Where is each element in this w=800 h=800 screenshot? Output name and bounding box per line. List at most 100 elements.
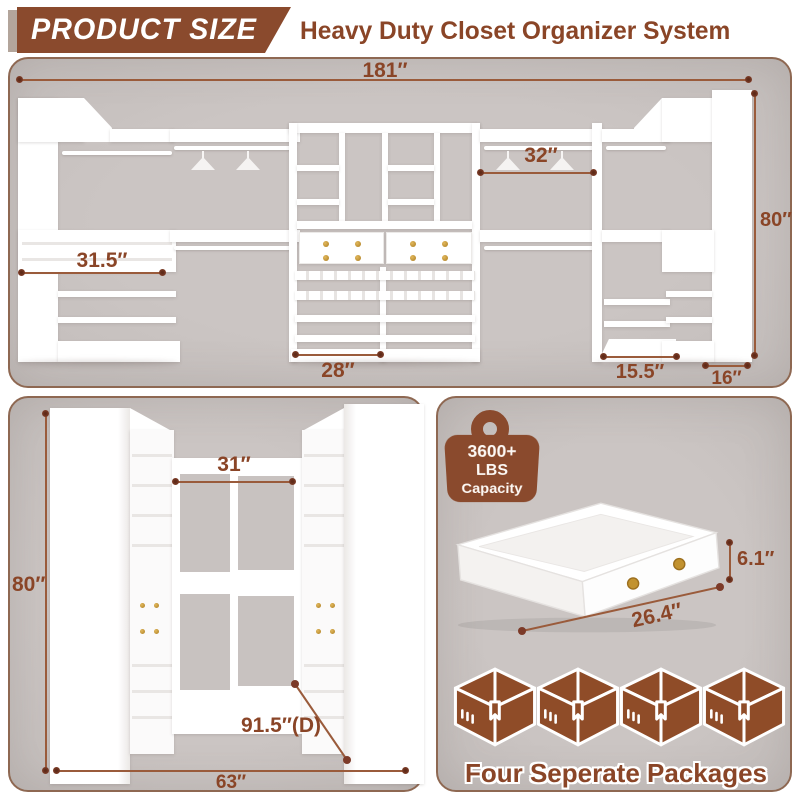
bay-divider-panel [592,123,602,362]
center-tower-left-side [289,123,297,362]
shelf [604,299,670,305]
drawer-width-dimension-graphic [518,583,724,635]
shelf-line [304,544,344,547]
drawer-knob [323,241,329,247]
clothes-rod [484,246,594,250]
cubby-shelf [297,165,339,171]
dim-label-drawer-height: 6.1″ [737,548,775,570]
clothes-rod [174,246,296,250]
top-shelf [480,129,598,142]
left-top-cabinet [18,98,84,142]
clothes-rod [484,146,594,150]
shelf-line [304,454,344,457]
dim-label-height: 80″ [760,209,792,231]
page-title: Heavy Duty Closet Organizer System [300,16,731,45]
dim-label-total-width: 63″ [215,772,247,793]
dim-label-corner-depth: 16″ [711,368,742,389]
dim-line-inner-width [172,478,296,485]
dim-label-drawer-section: 28″ [321,359,355,382]
dim-line-hanging-width [477,169,597,176]
drawer-knob [323,255,329,261]
dim-line-height [751,90,758,359]
dim-label-inner-width: 31″ [217,453,251,476]
drawer-knob [316,603,321,608]
floor-shadow [18,361,178,366]
shelf-line [132,454,172,457]
drawer-knob [442,241,448,247]
shelf-line [304,690,344,693]
ribbon-accent-bar [8,10,17,52]
clothes-hanger-icon [561,151,563,158]
dim-line-shelf-width [600,353,680,360]
dim-line-drawer-section [292,351,384,358]
header-ribbon: PRODUCT SIZE [17,7,291,53]
clothes-hanger-icon [202,151,204,158]
middle-shelf [480,230,598,242]
shelf-line [304,664,344,667]
back-opening [238,476,294,570]
dim-label-total-width: 181″ [362,59,408,82]
dim-label-left-section: 31.5″ [76,249,128,272]
drawer-knob [140,629,145,634]
back-opening [180,474,230,572]
clothes-rod [174,146,296,150]
shelf-line [132,484,172,487]
clothes-hanger-icon [191,157,215,170]
cubby-divider [339,133,345,221]
right-middle-shelf-band [662,230,714,272]
shelf [666,291,712,297]
shelf-line [132,514,172,517]
left-top-shelf [110,129,174,142]
clothes-rod [606,146,666,150]
dim-line-total-width [16,76,752,83]
weight-capacity-badge-icon: 3600+ LBS Capacity [438,398,558,518]
drawer [299,232,384,264]
shelf-line [132,716,172,719]
shelf [58,291,176,297]
dim-line-height [42,410,49,774]
cubby-shelf [388,199,434,205]
drawer-illustration [455,502,720,633]
walk-in-view-panel: 31″ 80″ 91.5″(D) 63″ [8,396,424,793]
clothes-hanger-icon [247,151,249,158]
floor-shadow [594,361,754,366]
shelf-line [132,690,172,693]
shelf-line [22,258,172,261]
drawer-knob [330,629,335,634]
dim-line-total-width [53,767,409,774]
left-top-cabinet-slant [84,98,112,142]
shelf-line [132,544,172,547]
shelf-line [304,484,344,487]
left-base-cabinet [58,341,180,362]
dim-label-shelf-width: 15.5″ [615,361,665,383]
cubby-shelf [388,165,434,171]
shelf [295,335,475,342]
shoe-shelf [295,271,475,280]
right-top-cabinet-slant [634,98,662,142]
packages-label: Four Seperate Packages [464,758,768,788]
clothes-hanger-icon [236,157,260,170]
shelf-line [304,514,344,517]
product-size-label: PRODUCT SIZE [31,13,257,46]
clothes-rod [62,151,172,155]
shoe-shelf [295,291,475,300]
back-opening [180,594,230,690]
dim-line-corner-depth [702,362,751,369]
right-outer-panel [344,404,424,784]
center-tower-top [289,123,480,133]
left-middle-shelf-band [18,230,176,272]
drawer [386,232,472,264]
package-box-icon [619,667,703,747]
dim-label-hanging-width: 32″ [524,144,558,167]
shelf-line [22,242,172,245]
drawer-knob [154,629,159,634]
clothes-hanger-icon [507,151,509,158]
clothes-hanger-icon [496,157,520,170]
dim-label-diagonal-depth: 91.5″(D) [240,714,322,737]
shelf [604,321,670,327]
shelf-line [304,716,344,719]
drawer-knob [154,603,159,608]
middle-shelf [170,230,300,242]
drawer-knob [330,603,335,608]
